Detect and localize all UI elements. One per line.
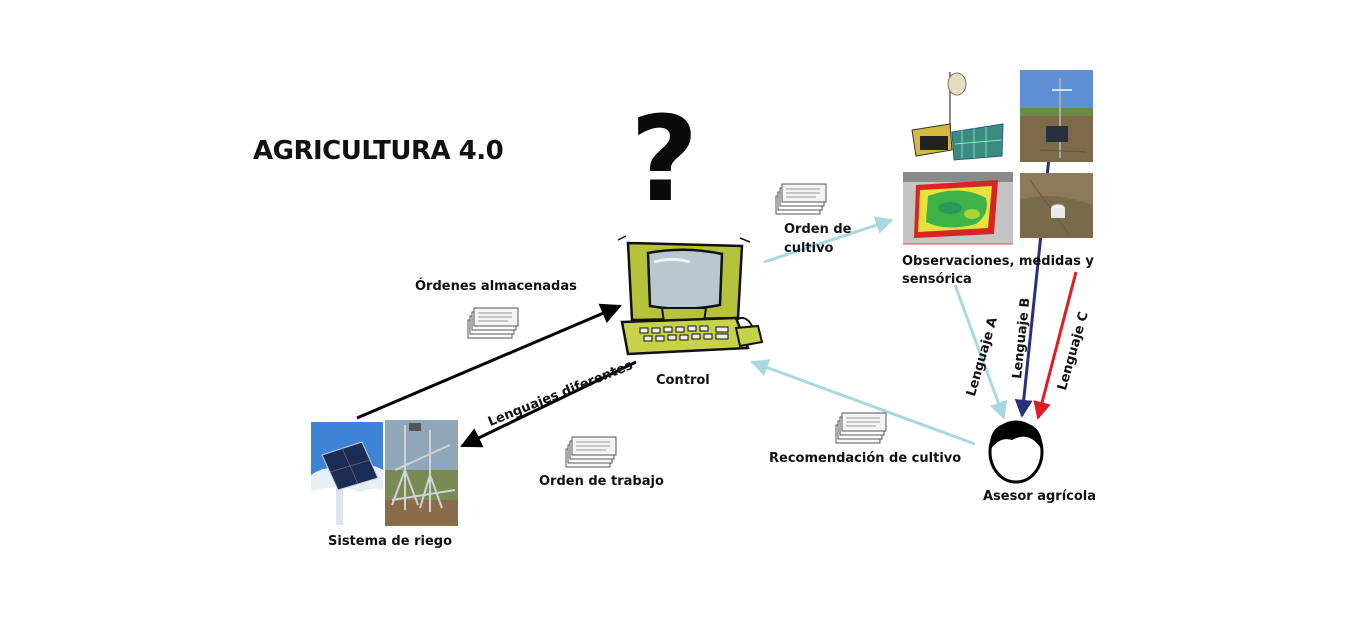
arrow-language-c <box>1033 271 1078 420</box>
solar-panel-photo <box>311 422 383 525</box>
arrow-control-to-observations <box>763 216 894 264</box>
weather-station-photo <box>1020 70 1093 162</box>
node-observations-line1: Observaciones, medidas y <box>902 254 1094 269</box>
person-head-icon <box>988 420 1044 484</box>
irrigation-pivot-photo <box>385 420 458 526</box>
satellite-photo <box>904 70 1012 162</box>
label-crop-order-line2: cultivo <box>784 241 834 256</box>
document-stack-icon <box>565 436 617 468</box>
document-stack-icon <box>467 307 519 339</box>
node-irrigation: Sistema de riego <box>328 534 453 549</box>
label-stored-orders: Órdenes almacenadas <box>415 279 577 294</box>
node-observations-line2: sensórica <box>902 272 972 287</box>
node-control: Control <box>656 373 710 388</box>
node-advisor: Asesor agrícola <box>983 489 1097 504</box>
page-title: AGRICULTURA 4.0 <box>253 136 504 166</box>
arrow-control-to-irrigation <box>460 360 637 448</box>
document-stack-icon <box>775 183 827 215</box>
label-work-order: Orden de trabajo <box>539 474 664 489</box>
ndvi-map-photo <box>903 172 1013 245</box>
soil-sensor-photo <box>1020 173 1093 238</box>
computer-icon <box>617 235 764 356</box>
label-crop-recommendation: Recomendación de cultivo <box>769 451 962 466</box>
arrow-irrigation-to-control <box>356 303 622 420</box>
label-crop-order-line1: Orden de <box>784 222 852 237</box>
question-mark: ? <box>630 90 699 228</box>
arrow-language-a <box>953 284 1007 420</box>
document-stack-icon <box>835 412 887 444</box>
arrow-advisor-to-control <box>750 359 976 446</box>
